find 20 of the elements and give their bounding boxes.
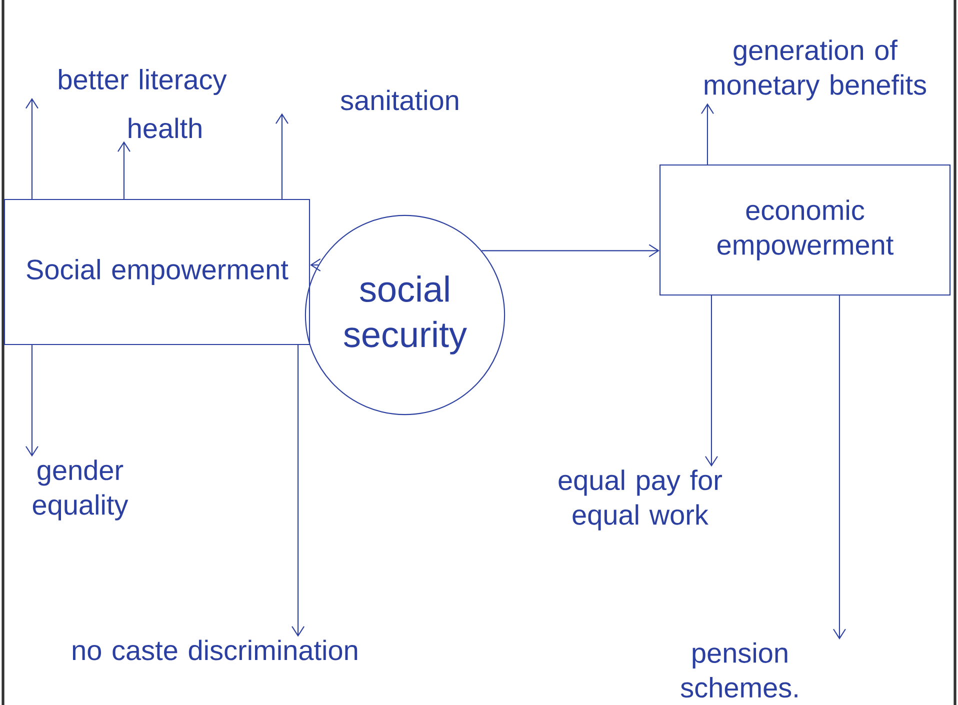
arrow: [276, 113, 288, 199]
outcome-text: better literacy: [59, 68, 227, 96]
circle-node: social security: [304, 214, 506, 416]
arrow: [118, 141, 130, 199]
outcome-text: gender equality: [32, 460, 128, 520]
outcome-text: health: [128, 118, 202, 138]
outcome-text: no caste discrimination: [72, 640, 358, 660]
arrow: [833, 296, 846, 640]
arrow: [701, 103, 714, 164]
outcome-text: pension schemes.: [680, 642, 798, 698]
process-box: Social empowerment: [4, 198, 310, 346]
arrow: [26, 98, 38, 199]
arrow: [292, 345, 304, 637]
outcome-text: equal pay for equal work: [558, 470, 722, 530]
outcome-text: sanitation: [340, 90, 458, 110]
arrow: [705, 296, 718, 467]
outcome-text: generation of monetary benefits: [704, 40, 926, 100]
arrow: [482, 244, 660, 258]
arrow: [26, 345, 38, 457]
process-box: economic empowerment: [659, 164, 951, 296]
